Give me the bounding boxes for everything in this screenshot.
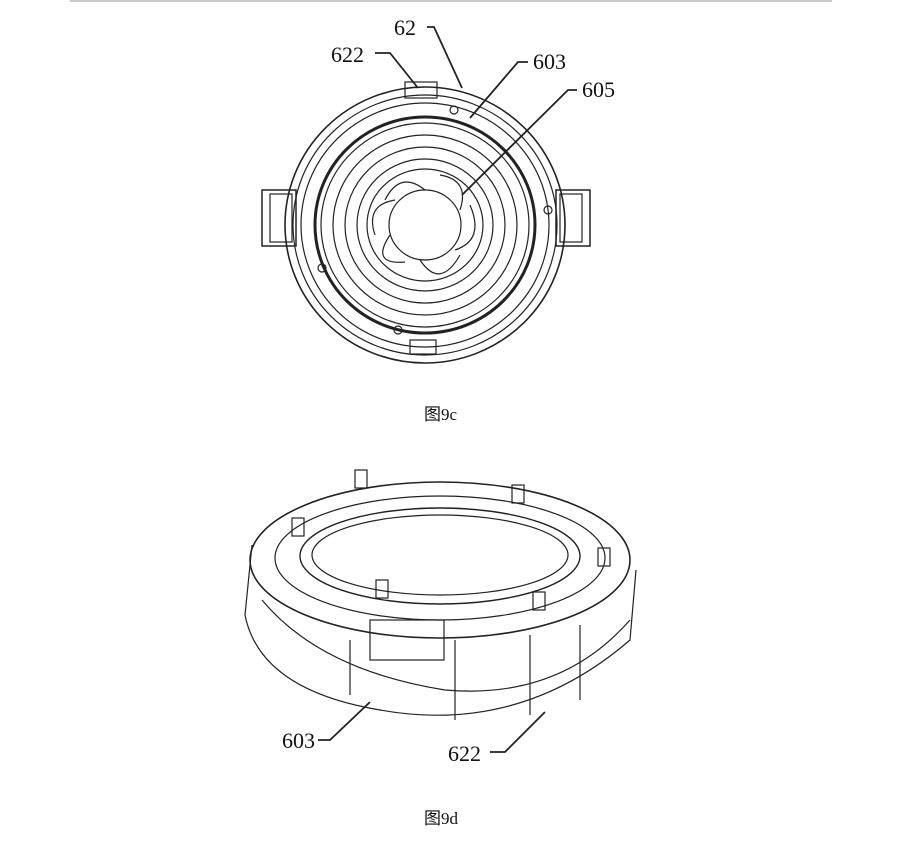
label-603-top: 603 [533,49,566,74]
caption-fig-9c: 图9c [424,405,458,424]
label-62: 62 [394,15,416,40]
figure-9d-drawing [244,469,637,753]
label-622-bottom: 622 [448,741,481,766]
figure-9c-drawing [261,26,591,364]
label-603-bottom: 603 [282,728,315,753]
label-622-top: 622 [331,42,364,67]
page-top-rule [70,0,832,2]
caption-fig-9d: 图9d [424,809,458,828]
label-605: 605 [582,77,615,102]
